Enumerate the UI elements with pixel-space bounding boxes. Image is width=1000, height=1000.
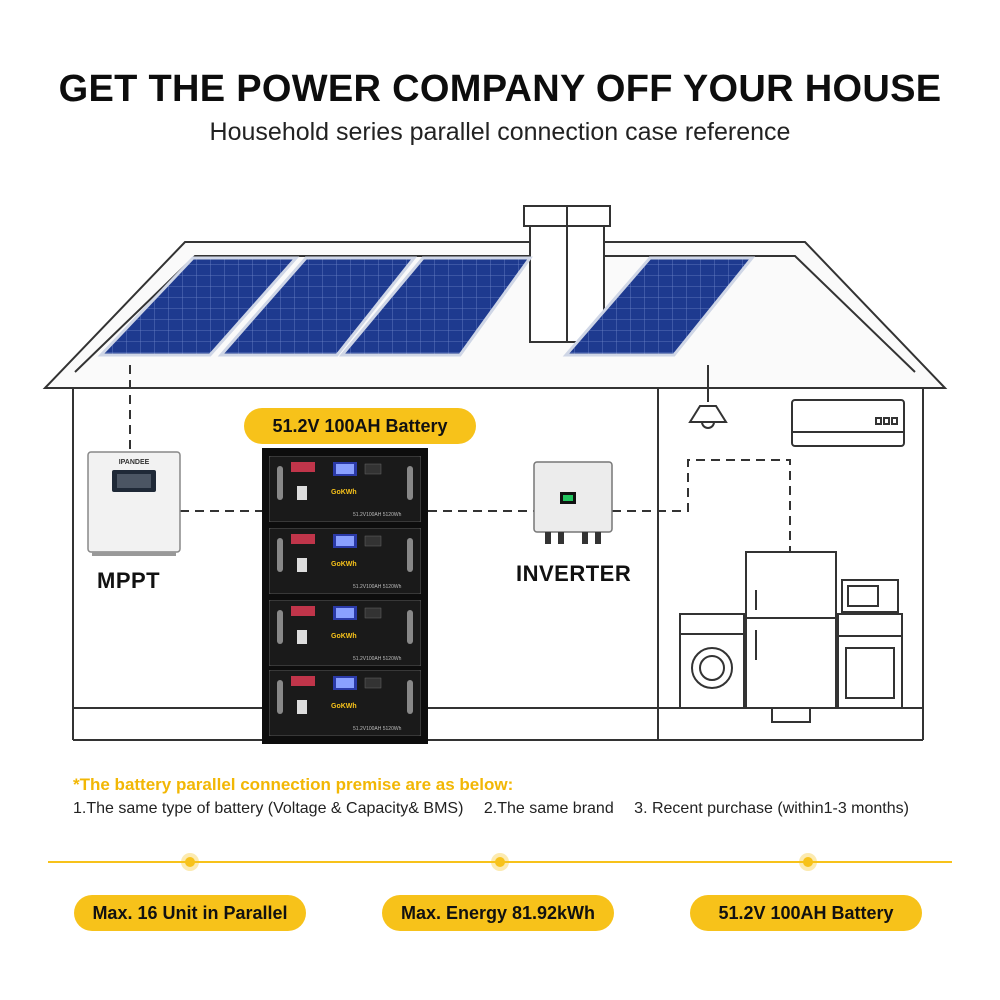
battery-brand: GoKWh [331, 703, 357, 710]
mppt-controller: IPANDEE [87, 451, 181, 556]
spec-value: 81.92 [512, 903, 558, 923]
wiring [129, 365, 791, 556]
washing-machine [679, 613, 745, 709]
page-title: GET THE POWER COMPANY OFF YOUR HOUSE [58, 68, 942, 110]
battery-brand: GoKWh [331, 561, 357, 568]
spec-prefix: Max. [92, 903, 138, 923]
premise-heading: *The battery parallel connection premise… [73, 775, 514, 794]
battery-module: GoKWh 51.2V100AH 5120Wh [269, 456, 421, 522]
page-subtitle: Household series parallel connection cas… [209, 118, 791, 146]
spec-prefix: Max. Energy [400, 903, 512, 923]
spec-suffix: Unit in Parallel [157, 903, 288, 923]
spec-suffix: Battery [826, 903, 894, 923]
air-conditioner [791, 399, 905, 447]
timeline-dot [495, 857, 505, 867]
spec-timeline [48, 853, 952, 871]
battery-caption: 51.2V100AH 5120Wh [353, 512, 402, 518]
timeline-dot [803, 857, 813, 867]
ceiling-lamp [688, 365, 728, 429]
battery-badge: 51.2V 100AH Battery [244, 408, 476, 444]
condition-item: 2.The same brand [483, 800, 614, 817]
battery-brand: GoKWh [331, 489, 357, 496]
mppt-label: MPPT [97, 568, 161, 593]
spec-pill-energy: Max. Energy 81.92kWh [382, 895, 614, 931]
battery-brand: GoKWh [331, 633, 357, 640]
solar-panels [97, 256, 756, 357]
solar-panel [562, 256, 756, 357]
spec-pill-battery: 51.2V 100AH Battery [690, 895, 922, 931]
spec-pill-parallel: Max. 16 Unit in Parallel [74, 895, 306, 931]
spec-suffix: kWh [557, 903, 596, 923]
battery-caption: 51.2V100AH 5120Wh [353, 656, 402, 662]
inverter [533, 461, 613, 544]
premise-conditions: 1.The same type of battery (Voltage & Ca… [73, 800, 925, 818]
spec-value: 51.2V 100AH [718, 903, 827, 923]
condition-item: 1.The same type of battery (Voltage & Ca… [73, 800, 464, 817]
solar-panel [217, 256, 418, 357]
timeline-dot [185, 857, 195, 867]
stove [837, 579, 903, 709]
inverter-label: INVERTER [516, 561, 632, 586]
solar-panel [338, 256, 533, 357]
chimney [523, 205, 611, 343]
battery-caption: 51.2V100AH 5120Wh [353, 584, 402, 590]
battery-module: GoKWh 51.2V100AH 5120Wh [269, 528, 421, 594]
battery-module: GoKWh 51.2V100AH 5120Wh [269, 670, 421, 736]
refrigerator [745, 551, 837, 723]
battery-caption: 51.2V100AH 5120Wh [353, 726, 402, 732]
solar-panel [97, 256, 300, 357]
spec-value: 16 [137, 903, 158, 923]
battery-module: GoKWh 51.2V100AH 5120Wh [269, 600, 421, 666]
mppt-brand: IPANDEE [119, 459, 150, 466]
condition-item: 3. Recent purchase (within1-3 months) [634, 800, 909, 817]
